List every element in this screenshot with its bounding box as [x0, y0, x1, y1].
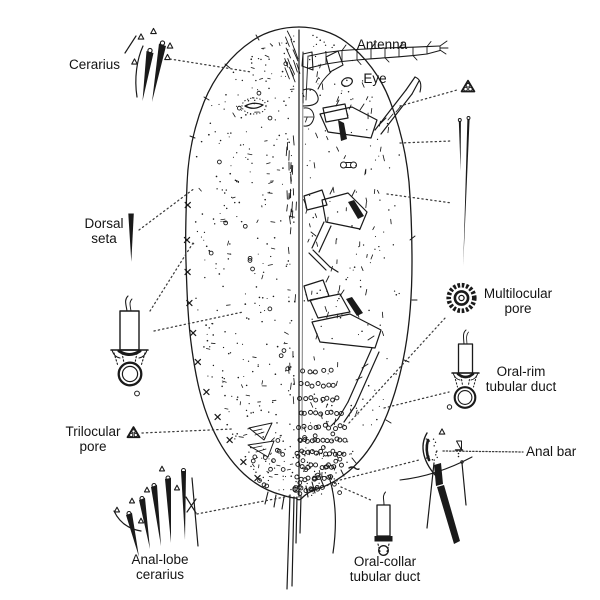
oral-rim-tubular-duct-right-icon	[446, 329, 480, 410]
label-trilocular-pore: Trilocular pore	[65, 424, 121, 455]
cerarius-icon	[124, 27, 174, 102]
label-anal-lobe-cerarius: Anal-lobe cerarius	[131, 552, 189, 583]
body-stippling	[192, 30, 400, 497]
label-multilocular-pore: Multilocular pore	[483, 286, 553, 317]
ventral-anatomy	[301, 40, 449, 427]
anal-lobe-anal-bar-detail-icon	[399, 428, 473, 544]
dorsal-seta-icon	[128, 213, 134, 262]
leader-lines	[138, 58, 524, 515]
oral-rim-tubular-duct-left-icon	[110, 295, 149, 397]
trilocular-pore-small-icon	[460, 79, 476, 93]
label-anal-bar: Anal bar	[526, 444, 577, 459]
label-oral-rim-tubular-duct: Oral-rim tubular duct	[485, 364, 557, 395]
label-eye: Eye	[363, 71, 387, 86]
multilocular-pore-icon	[446, 282, 477, 314]
label-dorsal-seta: Dorsal seta	[84, 216, 124, 247]
multilocular-pore-rows	[292, 367, 348, 496]
label-antenna: Antenna	[356, 37, 408, 52]
oral-collar-tubular-duct-icon	[374, 491, 393, 556]
anal-lobe-cerarius-icon	[113, 465, 199, 557]
label-oral-collar-tubular-duct: Oral-collar tubular duct	[349, 554, 421, 585]
marginal-cerarii-marks	[183, 34, 418, 482]
label-cerarius: Cerarius	[69, 57, 121, 72]
trilocular-pore-icon	[126, 426, 141, 439]
ventral-setae-icon	[457, 116, 471, 266]
